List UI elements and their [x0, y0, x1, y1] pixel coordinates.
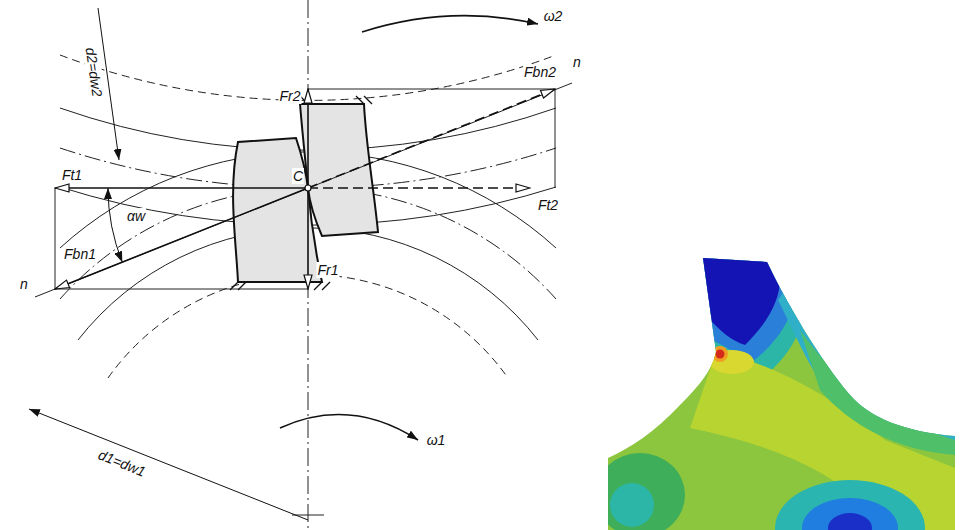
force-label: Fbn1 [63, 246, 97, 262]
force-label: d1=dw1 [95, 446, 149, 480]
force-label: Ft2 [537, 197, 559, 213]
force-label: ω2 [543, 8, 564, 24]
force-label: C [292, 168, 304, 184]
force-label: Fr2 [279, 88, 302, 104]
force-label: ω1 [426, 432, 447, 448]
force-label: Fbn2 [523, 64, 557, 80]
force-label: n [19, 276, 29, 292]
force-label: αw [126, 208, 146, 224]
force-label: Fr1 [317, 262, 340, 278]
force-label: d2=dw2 [82, 45, 105, 98]
force-label: n [572, 54, 582, 70]
force-label: Ft1 [61, 167, 83, 183]
